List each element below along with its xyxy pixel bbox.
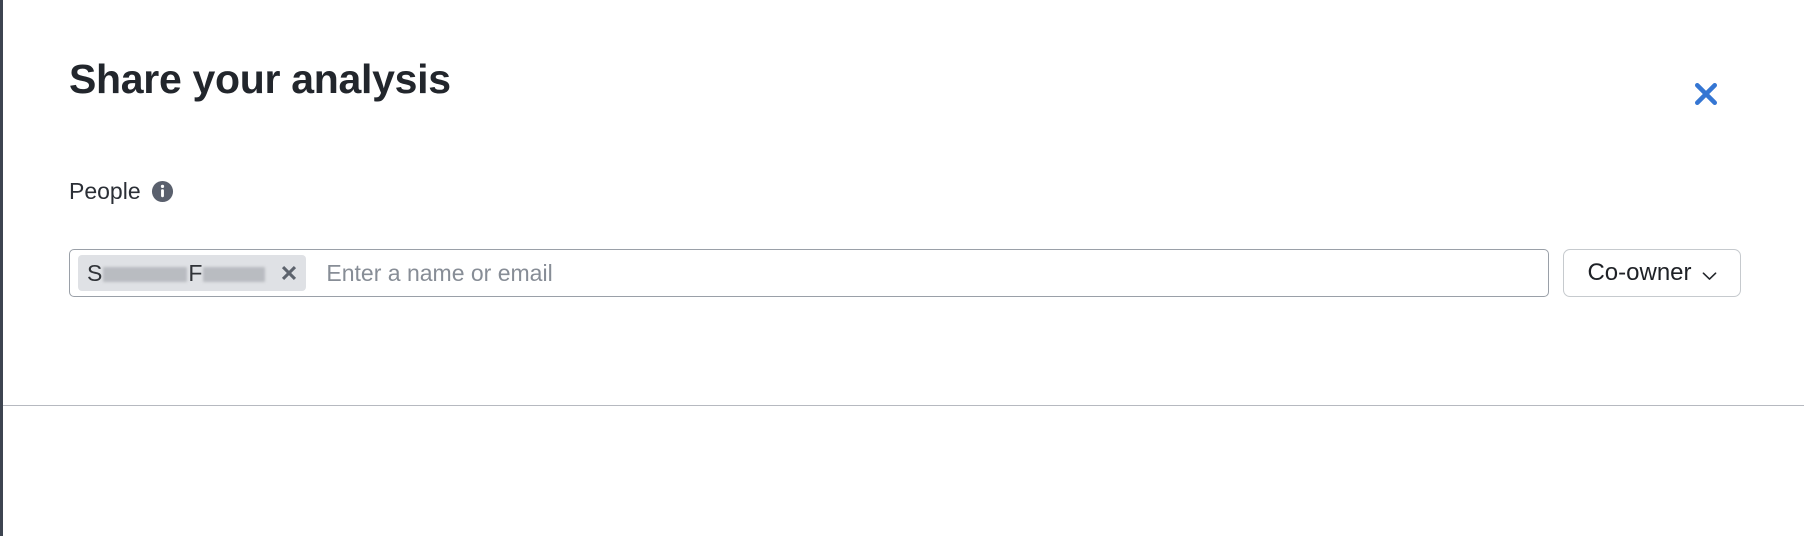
redacted-last-name <box>203 266 266 282</box>
search-input-placeholder[interactable]: Enter a name or email <box>326 259 553 286</box>
chevron-down-icon <box>1702 268 1717 280</box>
people-label: People <box>69 178 141 204</box>
person-chip-first-initial: S <box>87 259 103 286</box>
person-chip-last-initial: F <box>188 259 203 286</box>
close-dialog-button[interactable] <box>1680 68 1732 120</box>
role-select[interactable]: Co-owner <box>1563 249 1741 297</box>
close-icon <box>1691 79 1721 109</box>
remove-person-icon[interactable] <box>278 262 300 284</box>
page-title: Share your analysis <box>69 56 451 102</box>
info-icon[interactable] <box>151 180 174 203</box>
redacted-first-name <box>103 266 188 282</box>
people-label-row: People <box>69 178 174 205</box>
dialog-footer: Share with someone without an account. M… <box>3 406 1804 536</box>
role-select-value: Co-owner <box>1587 259 1692 286</box>
dialog-header: Share your analysis <box>3 0 1804 160</box>
footer-divider <box>3 405 1804 406</box>
